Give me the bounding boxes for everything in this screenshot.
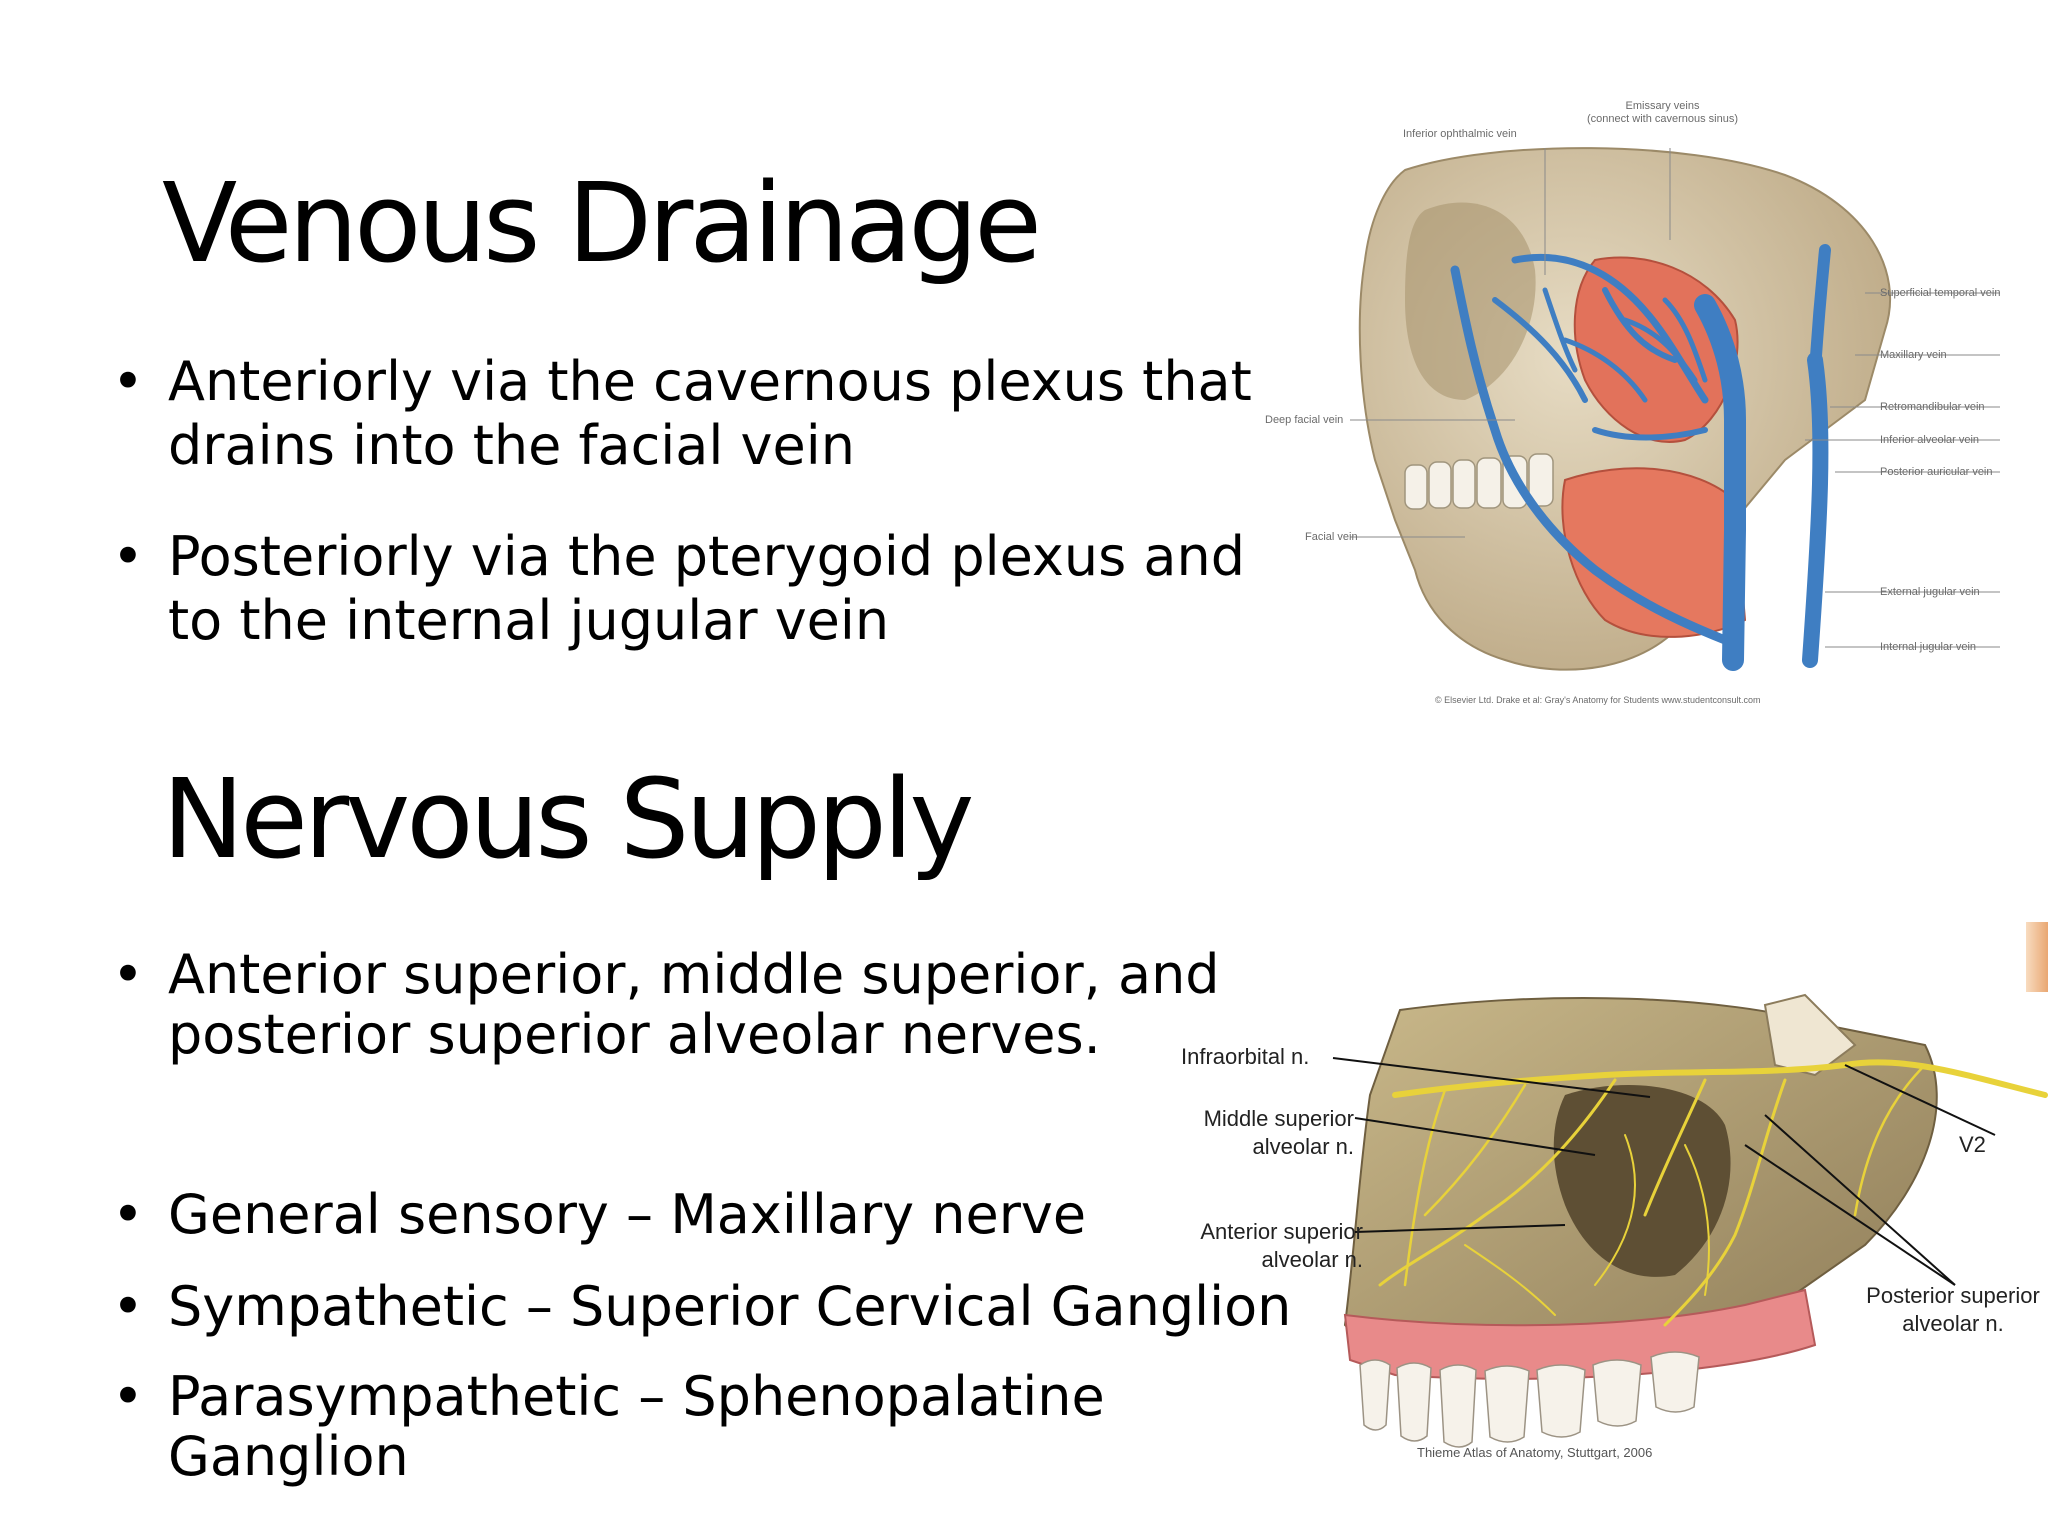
label-infraorbital-n: Infraorbital n. xyxy=(1181,1044,1310,1069)
label-maxillary-vein: Maxillary vein xyxy=(1880,349,1947,361)
label-external-jugular-vein: External jugular vein xyxy=(1880,586,1980,598)
label-inferior-ophthalmic-vein: Inferior ophthalmic vein xyxy=(1403,128,1517,140)
venous-bullet-posterior: Posteriorly via the pterygoid plexus and… xyxy=(112,525,1348,653)
bullet-sympathetic: Sympathetic – Superior Cervical Ganglion xyxy=(112,1277,1348,1338)
venous-drainage-heading: Venous Drainage xyxy=(162,159,1042,287)
nerve-figure-credit: Thieme Atlas of Anatomy, Stuttgart, 2006 xyxy=(1417,1445,1653,1460)
venous-figure-credit: © Elsevier Ltd. Drake et al: Gray's Anat… xyxy=(1435,695,1761,705)
slide-accent-bar xyxy=(2026,922,2048,992)
label-v2: V2 xyxy=(1959,1132,1986,1157)
label-deep-facial-vein: Deep facial vein xyxy=(1265,414,1344,426)
label-internal-jugular-vein: Internal jugular vein xyxy=(1880,641,1977,653)
label-retromandibular-vein: Retromandibular vein xyxy=(1880,401,1985,413)
nervous-supply-heading: Nervous Supply xyxy=(162,755,974,883)
label-facial-vein: Facial vein xyxy=(1305,531,1358,543)
label-posterior-auricular-vein: Posterior auricular vein xyxy=(1880,466,1993,478)
skull-veins-illustration xyxy=(1350,147,2000,671)
label-emissary-veins: Emissary veins(connect with cavernous si… xyxy=(1587,100,1739,125)
label-superficial-temporal-vein: Superficial temporal vein xyxy=(1880,287,2001,299)
venous-drainage-figure: Emissary veins(connect with cavernous si… xyxy=(1265,100,2048,720)
nerve-bullet-alveolar: Anterior superior, middle superior, andp… xyxy=(112,945,1348,1065)
maxilla-nerves-illustration xyxy=(1332,993,2048,1448)
venous-bullet-anterior: Anteriorly via the cavernous plexus that… xyxy=(112,350,1348,478)
label-inferior-alveolar-vein: Inferior alveolar vein xyxy=(1880,434,1980,446)
bullet-general-sensory: General sensory – Maxillary nerve xyxy=(112,1185,1348,1246)
